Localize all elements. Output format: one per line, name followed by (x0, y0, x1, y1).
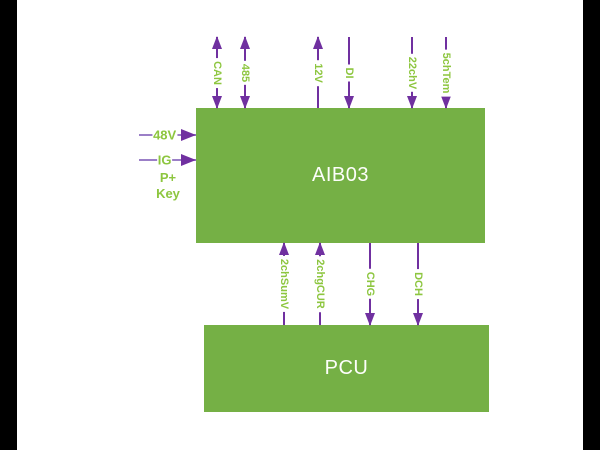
connector-2chgcur: 2chgCUR (314, 242, 326, 325)
pkey-note-line2: Key (156, 186, 180, 201)
pkey-note: P+ Key (145, 170, 191, 202)
connector-485-label: 485 (239, 60, 251, 85)
connector-2chsumv-label: 2chSumV (278, 255, 290, 313)
connector-485: 485 (239, 36, 251, 109)
connector-chg: CHG (364, 243, 376, 326)
connector-48v-label: 48V (152, 127, 178, 143)
arrow-down-icon (365, 313, 375, 326)
connector-can: CAN (211, 36, 223, 109)
arrow-down-icon (413, 313, 423, 326)
pcu-block: PCU (204, 325, 489, 412)
arrow-down-icon (240, 96, 250, 109)
arrow-up-icon (240, 36, 250, 49)
arrow-up-icon (212, 36, 222, 49)
arrow-up-icon (279, 242, 289, 255)
aib03-block: AIB03 (196, 108, 485, 243)
connector-ig: IG (139, 152, 196, 168)
connector-2chgcur-label: 2chgCUR (314, 256, 326, 312)
connector-48v: 48V (139, 127, 196, 143)
arrow-up-icon (315, 242, 325, 255)
connector-22chv: 22chV (406, 37, 418, 109)
arrow-down-icon (407, 96, 417, 109)
connector-5chtem-label: 5chTem (440, 49, 452, 96)
connector-ig-label: IG (156, 152, 173, 168)
pcu-block-label: PCU (324, 357, 369, 379)
connector-2chsumv: 2chSumV (278, 242, 290, 325)
connector-di-label: DI (343, 64, 355, 81)
diagram-canvas: AIB03 PCU CAN 485 12V DI 22chV 5chTem (17, 0, 583, 450)
connector-22chv-label: 22chV (406, 53, 418, 92)
arrow-right-icon (181, 154, 196, 166)
pkey-note-line1: P+ (159, 170, 177, 185)
connector-dch-label: DCH (412, 269, 424, 299)
connector-can-label: CAN (211, 57, 223, 88)
arrow-down-icon (212, 96, 222, 109)
aib03-block-label: AIB03 (312, 164, 369, 186)
connector-dch: DCH (412, 243, 424, 326)
connector-chg-label: CHG (364, 268, 376, 300)
connector-5chtem: 5chTem (440, 37, 452, 109)
connector-12v: 12V (312, 36, 324, 108)
connector-di: DI (343, 37, 355, 109)
connector-12v-label: 12V (312, 59, 324, 86)
arrow-down-icon (441, 96, 451, 109)
arrow-down-icon (344, 96, 354, 109)
arrow-up-icon (313, 36, 323, 49)
arrow-right-icon (181, 129, 196, 141)
